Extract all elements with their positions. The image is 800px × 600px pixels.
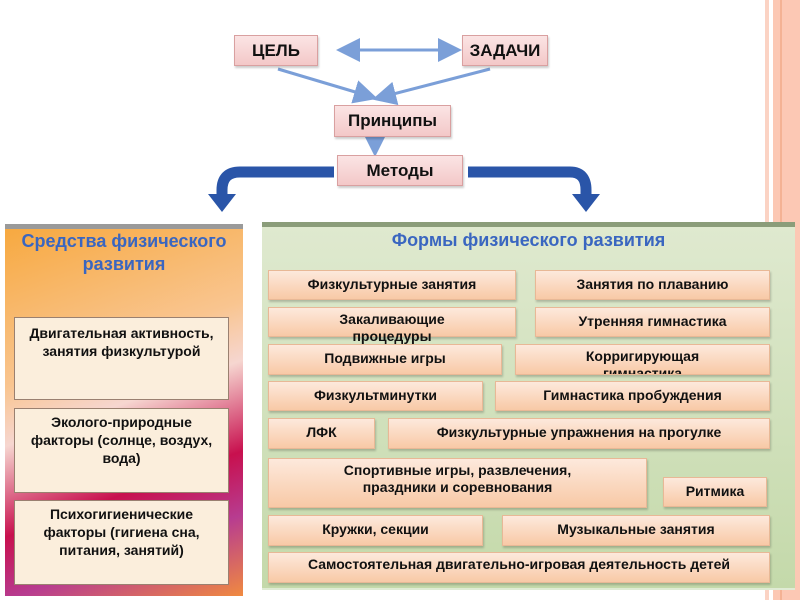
form-item: Ритмика (663, 477, 767, 507)
form-item: Спортивные игры, развлечения, праздники … (268, 458, 647, 508)
forms-title: Формы физического развития (391, 230, 666, 250)
form-item: Занятия по плаванию (535, 270, 770, 300)
principles-box: Принципы (334, 105, 451, 137)
methods-box: Методы (337, 155, 463, 186)
form-item: Утренняя гимнастика (535, 307, 770, 337)
form-item: Самостоятельная двигательно-игровая деят… (268, 552, 770, 583)
means-item: Двигательная активность, занятия физкуль… (14, 317, 229, 400)
form-item: Гимнастика пробуждения (495, 381, 770, 411)
arrow-tasks-principles (372, 67, 491, 106)
form-item: Корригирующая гимнастика (515, 344, 770, 375)
arrow-goal-principles (277, 67, 378, 104)
form-item: Кружки, секции (268, 515, 483, 546)
form-item: Подвижные игры (268, 344, 502, 375)
arrow-to-forms (468, 166, 592, 196)
means-item: Эколого-природные факторы (солнце, возду… (14, 408, 229, 493)
form-item: Физкультурные занятия (268, 270, 516, 300)
form-item: Физкультурные упражнения на прогулке (388, 418, 770, 449)
tasks-box: ЗАДАЧИ (462, 35, 548, 66)
arrow-to-means (216, 166, 334, 196)
form-item: Музыкальные занятия (502, 515, 770, 546)
form-item: ЛФК (268, 418, 375, 449)
form-item: Закаливающие процедуры (268, 307, 516, 344)
means-item: Психогигиенические факторы (гигиена сна,… (14, 500, 229, 585)
means-title: Средства физического развития (21, 231, 227, 274)
form-item: Физкультминутки (268, 381, 483, 411)
goal-box: ЦЕЛЬ (234, 35, 318, 66)
